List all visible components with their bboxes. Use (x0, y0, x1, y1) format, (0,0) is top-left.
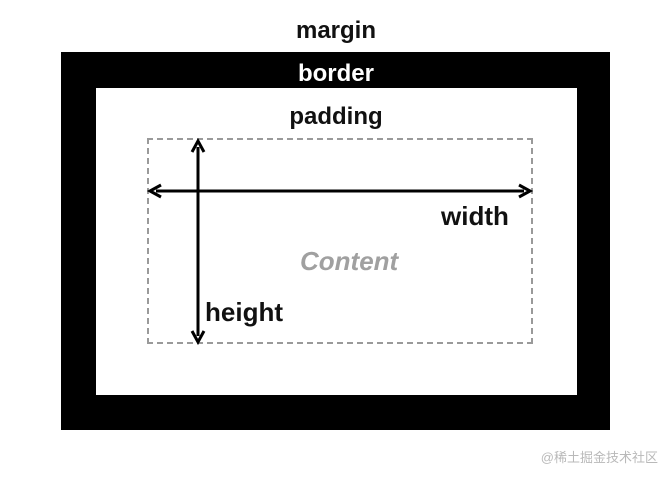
padding-label: padding (289, 103, 383, 130)
height-arrow (190, 137, 206, 346)
height-arrow-top-head (190, 137, 206, 153)
width-arrow-right-head (518, 183, 534, 199)
content-label: Content (300, 246, 399, 276)
content-area (147, 138, 533, 344)
height-arrow-bottom-head (190, 330, 206, 346)
height-label: height (205, 297, 283, 327)
width-arrow-left-head (146, 183, 162, 199)
margin-label: margin (295, 17, 376, 44)
watermark: @稀土掘金技术社区 (540, 450, 658, 465)
border-label: border (297, 60, 374, 87)
width-arrow (146, 183, 534, 199)
width-label: width (441, 201, 509, 231)
